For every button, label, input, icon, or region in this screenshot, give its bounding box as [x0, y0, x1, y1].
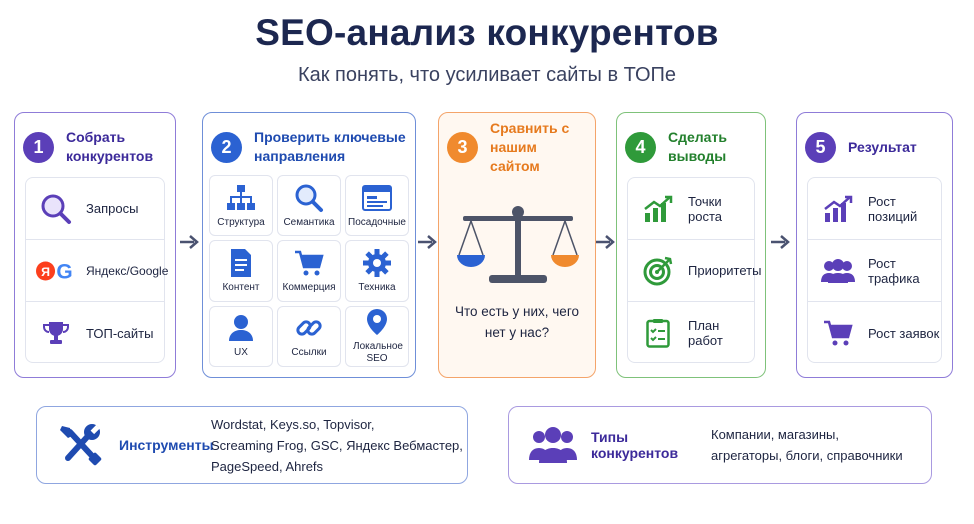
growth-chart-icon: [638, 191, 678, 227]
grid-cell-label: Семантика: [283, 216, 335, 228]
page-title: SEO-анализ конкурентов: [255, 12, 719, 53]
search-icon: [294, 183, 324, 213]
cart-icon: [818, 315, 858, 351]
arrow-right-icon: [771, 235, 790, 249]
tools-line: PageSpeed, Ahrefs: [211, 458, 324, 474]
competitor-types-line: агрегаторы, блоги, справочники: [711, 448, 903, 463]
gear-icon: [362, 248, 392, 278]
yandex-logo-letter: Я: [41, 264, 50, 278]
grid-cell: UX: [209, 305, 273, 367]
list-item-label: Рост трафика: [868, 255, 920, 286]
location-pin-icon: [366, 307, 388, 337]
step-2-title: Проверить ключевые направления: [254, 129, 406, 164]
arrow-right-icon: [596, 235, 615, 249]
tools-panel: Инструменты Wordstat, Keys.so, Topvisor,…: [36, 406, 468, 484]
step-4-list: Точки роста Приоритеты План работ: [627, 177, 761, 364]
yandex-google-logos-icon: Я G: [36, 253, 76, 289]
grid-cell: Семантика: [277, 175, 341, 237]
tools-line: Wordstat, Keys.so, Topvisor,: [211, 416, 375, 432]
step-2-grid: Структура Семантика Посадочные Контент К…: [209, 175, 409, 367]
list-item: Рост трафика: [808, 240, 941, 302]
step-4-title: Сделать выводы: [668, 129, 727, 164]
structure-icon: [226, 183, 256, 213]
cart-icon: [294, 248, 324, 278]
target-icon: [638, 253, 678, 289]
list-item-label: Яндекс/Google: [86, 263, 169, 278]
grid-cell: Ссылки: [277, 305, 341, 367]
list-item: Рост заявок: [808, 302, 941, 364]
list-item: План работ: [628, 302, 754, 364]
list-item: Рост позиций: [808, 178, 941, 240]
balance-scale-icon: [457, 206, 579, 283]
step-2-number: 2: [211, 131, 242, 163]
grid-cell: Структура: [209, 175, 273, 237]
list-item: ТОП-сайты: [26, 302, 164, 364]
grid-cell-label: Контент: [222, 281, 260, 293]
magnifier-icon: [36, 191, 76, 227]
list-item-label: Точки роста: [688, 193, 722, 224]
list-item: Запросы: [26, 178, 164, 240]
list-item-label: Рост заявок: [868, 325, 940, 341]
grid-cell-label: Структура: [217, 216, 265, 228]
list-item: Точки роста: [628, 178, 754, 240]
rising-bars-icon: [818, 191, 858, 227]
google-logo-letter: G: [56, 260, 72, 283]
step-5-list: Рост позиций Рост трафика Рост заявок: [807, 177, 942, 363]
competitor-types-list: Компании, магазины, агрегаторы, блоги, с…: [711, 424, 903, 466]
step-3-card: 3 Сравнить с нашим сайтом Что есть у них…: [438, 112, 596, 378]
step-1-number: 1: [23, 131, 54, 163]
wrench-screwdriver-icon: [51, 422, 111, 468]
grid-cell: Локальное SEO: [345, 305, 409, 367]
step-5-title: Результат: [848, 138, 917, 155]
arrow-right-icon: [180, 235, 199, 249]
competitor-types-label: Типы конкурентов: [591, 429, 679, 461]
grid-cell: Посадочные: [345, 175, 409, 237]
trophy-icon: [36, 315, 76, 351]
tools-list: Wordstat, Keys.so, Topvisor, Screaming F…: [211, 414, 463, 477]
people-icon: [818, 253, 858, 289]
arrow-right-icon: [418, 235, 437, 249]
tools-label: Инструменты: [119, 437, 214, 453]
step-1-list: Запросы Я G Яндекс/Google ТОП-сайты: [25, 177, 168, 364]
grid-cell: Коммерция: [277, 240, 341, 302]
grid-cell-label: Ссылки: [291, 347, 327, 359]
list-item: Приоритеты: [628, 240, 761, 302]
list-item-label: Приоритеты: [688, 263, 762, 278]
step-3-number: 3: [447, 131, 478, 163]
competitor-types-line: Компании, магазины,: [711, 427, 840, 442]
step-4-card: 4 Сделать выводы Точки роста Приоритеты …: [616, 112, 766, 378]
list-item-label: Рост позиций: [868, 193, 918, 224]
landing-page-icon: [362, 183, 392, 213]
step-3-title: Сравнить с нашим сайтом: [490, 119, 570, 174]
grid-cell: Контент: [209, 240, 273, 302]
step-4-number: 4: [625, 131, 656, 163]
step-5-number: 5: [805, 131, 836, 163]
user-icon: [228, 313, 254, 343]
grid-cell-label: Локальное SEO: [353, 341, 403, 365]
list-item: Я G Яндекс/Google: [26, 240, 168, 302]
tools-line: Screaming Frog, GSC, Яндекс Вебмастер,: [211, 437, 463, 453]
link-icon: [295, 313, 323, 343]
grid-cell-label: Посадочные: [348, 216, 406, 228]
competitor-types-panel: Типы конкурентов Компании, магазины, агр…: [508, 406, 932, 484]
grid-cell-label: Техника: [358, 281, 396, 293]
step-1-card: 1 Собрать конкурентов Запросы Я G Яндекс…: [14, 112, 176, 378]
grid-cell-label: Коммерция: [282, 281, 336, 293]
checklist-icon: [638, 315, 678, 351]
comparison-question: Что есть у них, чего нет у нас?: [455, 304, 579, 340]
step-1-title: Собрать конкурентов: [66, 129, 154, 164]
list-item-label: План работ: [688, 318, 723, 348]
list-item-label: ТОП-сайты: [86, 325, 154, 341]
list-item-label: Запросы: [86, 201, 139, 216]
document-icon: [229, 248, 253, 278]
grid-cell-label: UX: [234, 347, 248, 359]
page-subtitle: Как понять, что усиливает сайты в ТОПе: [297, 64, 677, 86]
group-icon: [523, 426, 583, 464]
grid-cell: Техника: [345, 240, 409, 302]
step-2-card: 2 Проверить ключевые направления Структу…: [202, 112, 416, 378]
step-5-card: 5 Результат Рост позиций Рост трафика Ро…: [796, 112, 953, 378]
